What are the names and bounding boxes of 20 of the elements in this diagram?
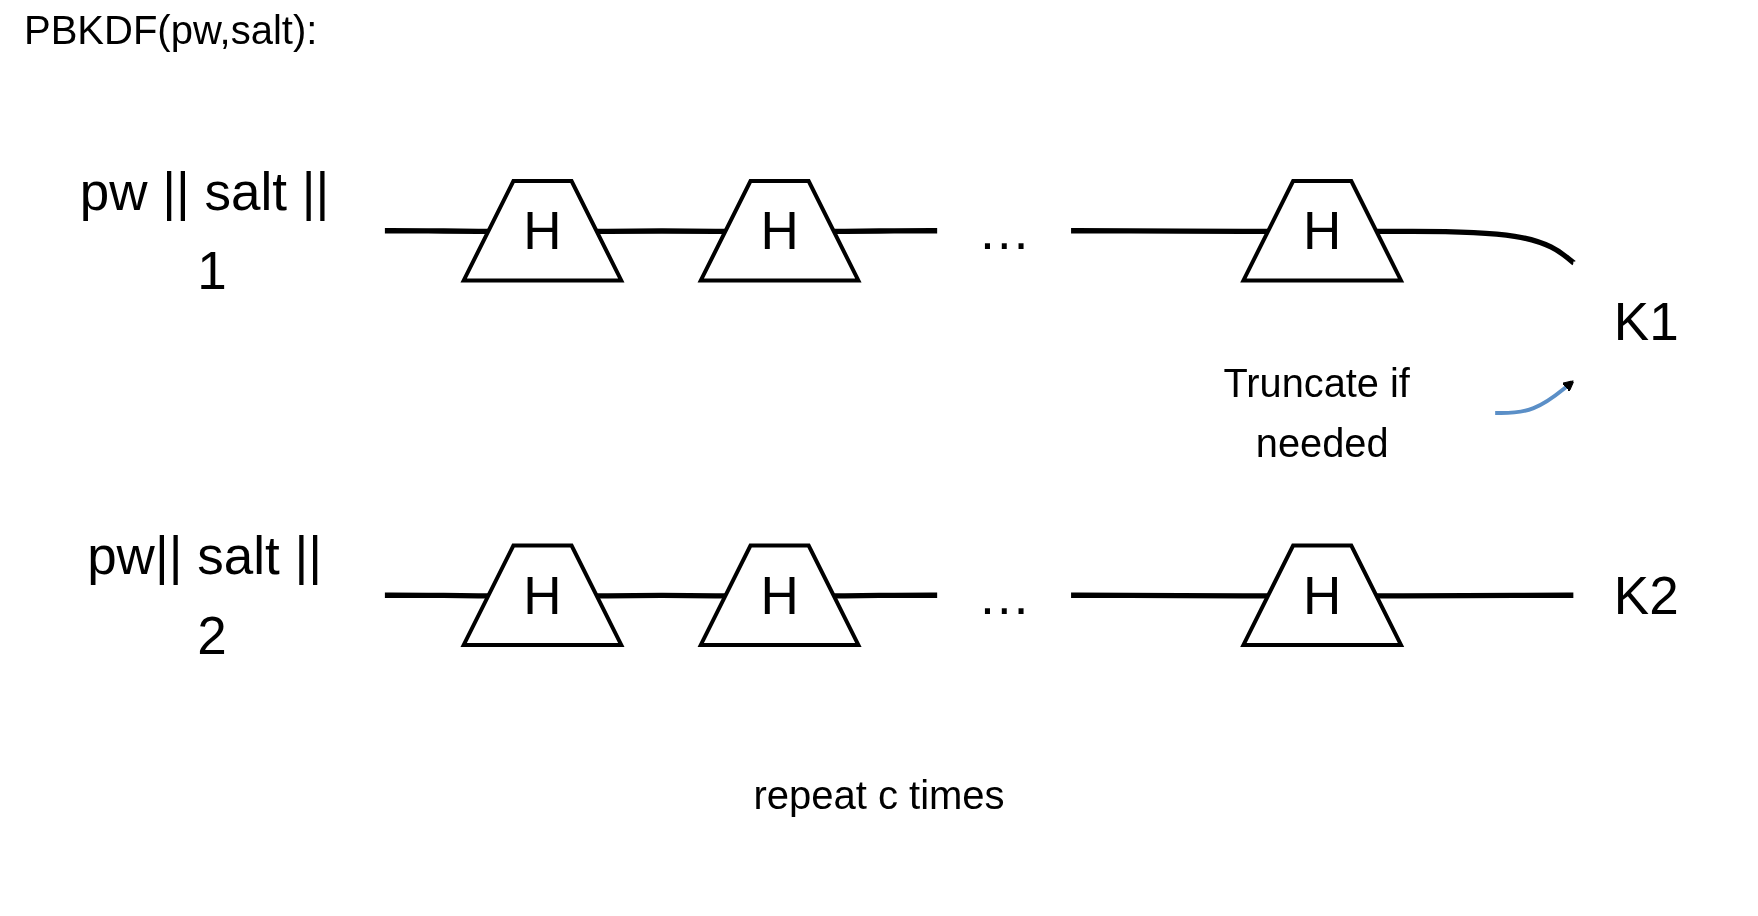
connector <box>834 228 938 235</box>
connector <box>1070 592 1269 599</box>
connector <box>597 228 727 235</box>
connector <box>1376 228 1576 266</box>
node-text: K1 <box>1613 292 1679 352</box>
connector <box>1376 592 1574 599</box>
node-text: pw || salt || 1 <box>79 161 330 300</box>
node-text: K2 <box>1613 566 1679 625</box>
connector <box>834 592 938 599</box>
brace-label: repeat c times <box>752 773 1006 818</box>
diagram-title: PBKDF(pw,salt): <box>24 8 319 53</box>
arrow <box>1494 380 1575 415</box>
connector <box>1070 228 1269 235</box>
node-text: … <box>977 566 1031 625</box>
connector <box>384 592 490 599</box>
node-text: Truncate if needed <box>1223 361 1410 465</box>
connector <box>384 228 490 235</box>
node-text: pw|| salt || 2 <box>87 526 322 665</box>
connector <box>597 592 727 599</box>
node-text: … <box>977 201 1031 260</box>
